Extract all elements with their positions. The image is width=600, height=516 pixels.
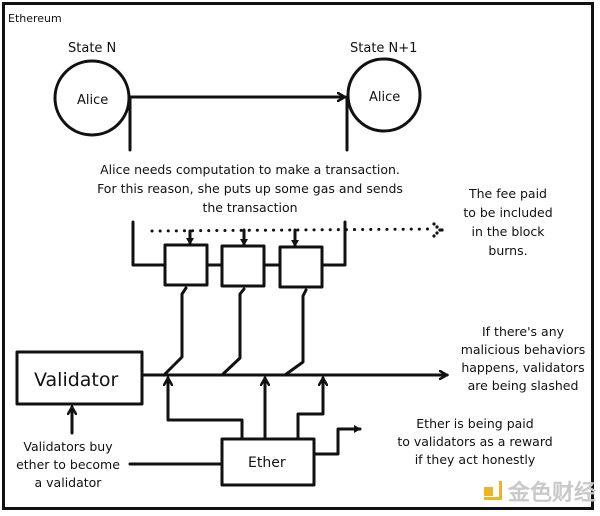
transaction-note-line-3: the transaction: [202, 200, 297, 215]
fee-note-line-4: burns.: [488, 243, 527, 258]
frame-title: Ethereum: [8, 12, 62, 25]
fee-note-line-3: in the block: [471, 224, 545, 239]
validator-to-block-2: [220, 287, 246, 377]
watermark: 金色财经: [484, 480, 596, 506]
reward-arrow: [312, 425, 362, 456]
fee-note-line-2: to be included: [463, 205, 552, 220]
slash-note-line-1: If there's any: [482, 324, 565, 339]
validator-to-block-1: [162, 286, 188, 377]
buy-note-line-1: Validators buy: [23, 439, 113, 454]
block-3: [278, 245, 324, 289]
chain-right: [320, 220, 347, 267]
ether-up-arrow-1: [168, 378, 244, 441]
slash-note-line-3: happens, validators: [461, 360, 584, 375]
ether-box: [220, 437, 316, 487]
validator-box-label: Validator: [34, 369, 119, 391]
state-n1-node: Alice: [369, 90, 400, 105]
validator-to-block-3: [283, 288, 308, 377]
block-1: [163, 243, 209, 287]
fee-note-line-1: The fee paid: [468, 186, 547, 201]
ether-box-label: Ether: [248, 455, 286, 471]
slash-note-line-4: are being slashed: [468, 378, 579, 393]
chain-left: [131, 220, 167, 267]
buy-note-line-3: a validator: [35, 475, 103, 490]
slash-note-line-2: malicious behaviors: [461, 342, 586, 357]
block-2: [220, 244, 266, 288]
buy-note-line-2: ether to become: [16, 457, 120, 472]
reward-note-line-2: to validators as a reward: [397, 434, 552, 449]
validator-box: [15, 350, 144, 406]
reward-note-line-3: if they act honestly: [415, 452, 536, 467]
state-n-node: Alice: [77, 93, 108, 108]
ether-up-arrow-3: [296, 378, 323, 441]
watermark-text: 金色财经: [507, 480, 596, 506]
state-n1-label: State N+1: [350, 41, 417, 56]
fee-dotted-line: [150, 227, 434, 233]
transaction-note-line-1: Alice needs computation to make a transa…: [100, 162, 400, 177]
state-n-label: State N: [68, 41, 116, 56]
reward-note-line-1: Ether is being paid: [416, 416, 533, 431]
transaction-note-line-2: For this reason, she puts up some gas an…: [97, 181, 403, 196]
watermark-logo-icon: [484, 487, 493, 496]
fee-dotted-arrowhead: [432, 222, 444, 238]
state-n1-circle: [346, 57, 422, 133]
